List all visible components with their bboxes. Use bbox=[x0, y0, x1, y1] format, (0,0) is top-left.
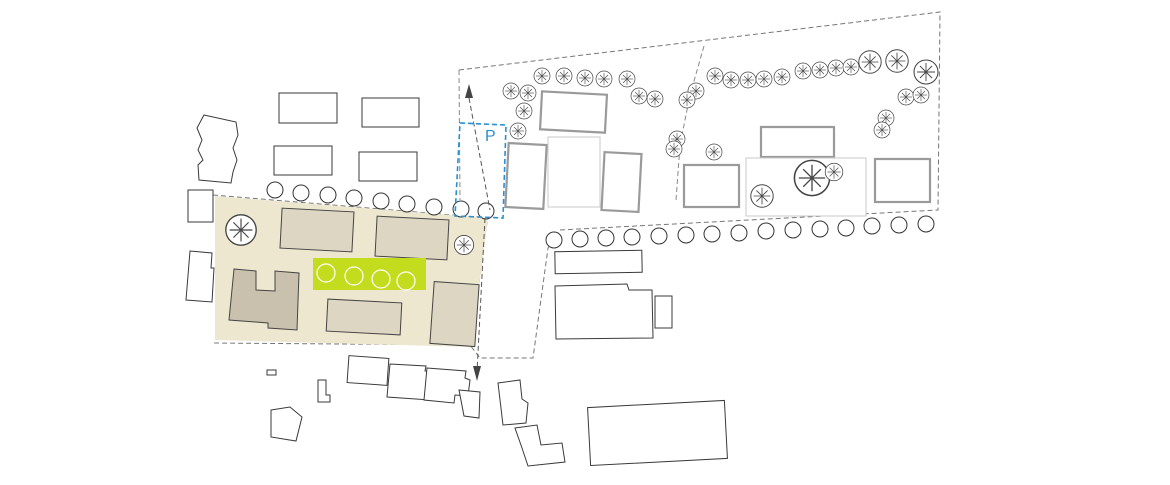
neighbour-building bbox=[554, 283, 654, 340]
east-site-building bbox=[504, 141, 548, 211]
new-building-3 bbox=[325, 298, 403, 336]
new-building-4 bbox=[429, 281, 480, 348]
parking-label: P bbox=[485, 128, 496, 145]
tree bbox=[453, 234, 475, 256]
south-arrow bbox=[473, 366, 481, 381]
new-building-2 bbox=[374, 215, 450, 261]
neighbour-building bbox=[273, 145, 333, 176]
neighbour-building bbox=[185, 250, 215, 303]
north-arrow bbox=[465, 84, 473, 98]
neighbour-building bbox=[278, 92, 338, 124]
neighbour-building bbox=[346, 355, 390, 386]
neighbour-building bbox=[317, 379, 331, 403]
neighbour-building bbox=[187, 189, 214, 223]
neighbour-building bbox=[554, 249, 643, 275]
courtyard-tree bbox=[316, 263, 336, 283]
east-site-building bbox=[547, 136, 601, 208]
neighbour-building bbox=[361, 97, 420, 128]
neighbour-building bbox=[358, 151, 418, 182]
east-site-building bbox=[600, 150, 643, 214]
street-tree-row-east bbox=[545, 215, 935, 249]
east-site-building bbox=[538, 90, 609, 134]
east-site-building bbox=[682, 163, 741, 209]
courtyard-tree bbox=[344, 266, 364, 286]
street-tree-row-west bbox=[266, 181, 495, 220]
green-courtyard bbox=[313, 258, 426, 290]
large-tree bbox=[225, 214, 257, 246]
parking-area bbox=[454, 122, 507, 219]
neighbour-building bbox=[654, 295, 673, 329]
inner-path bbox=[675, 45, 705, 201]
access-axis bbox=[468, 97, 491, 211]
new-building-1 bbox=[279, 207, 355, 253]
neighbour-building bbox=[514, 424, 566, 467]
neighbour-building bbox=[587, 399, 728, 467]
access-axis-south bbox=[476, 217, 486, 373]
neighbour-building bbox=[458, 389, 481, 419]
neighbour-building bbox=[196, 114, 239, 184]
neighbour-building bbox=[266, 369, 277, 376]
existing-building-on-site bbox=[228, 268, 300, 331]
courtyard-tree bbox=[396, 271, 416, 291]
east-site-building bbox=[873, 157, 932, 204]
courtyard-tree bbox=[371, 269, 391, 289]
neighbour-building bbox=[270, 406, 303, 442]
neighbour-building bbox=[497, 379, 529, 426]
east-site-building bbox=[759, 125, 836, 159]
